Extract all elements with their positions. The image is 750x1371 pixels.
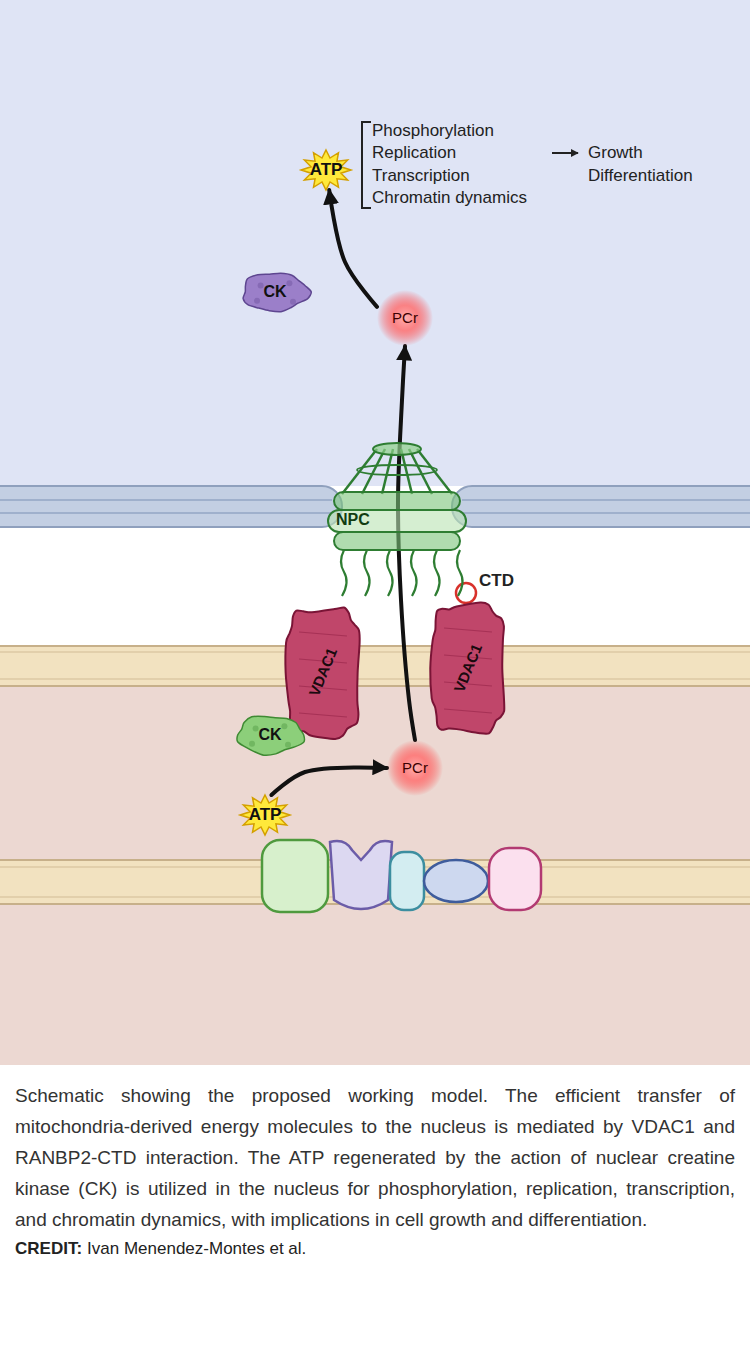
- basket-strand: [362, 449, 385, 494]
- process-item: Replication: [372, 142, 456, 164]
- nucleus-region: [0, 0, 750, 486]
- membrane-line: [0, 678, 750, 680]
- channel-body: [430, 602, 504, 733]
- channel-texture: [444, 709, 492, 713]
- vdac1-channel: VDAC1: [428, 601, 508, 736]
- basket-ring: [373, 443, 421, 455]
- outcome-item: Differentiation: [588, 165, 693, 187]
- credit-name: Ivan Menendez-Montes et al.: [87, 1238, 306, 1260]
- blob-texture: [281, 723, 287, 729]
- process-item: Chromatin dynamics: [372, 187, 527, 209]
- membrane-line: [0, 651, 750, 653]
- filament: [411, 550, 417, 596]
- membrane-line: [0, 499, 332, 501]
- glow-disc: [377, 290, 433, 346]
- basket-strand: [409, 449, 432, 494]
- channel-texture: [299, 713, 347, 717]
- npc-pore: NPC: [322, 440, 472, 600]
- figure-caption: Schematic showing the proposed working m…: [15, 1080, 735, 1235]
- atp-star: ATP: [233, 795, 297, 835]
- enzyme-blob: [237, 716, 304, 755]
- membrane-line: [0, 685, 750, 687]
- pore-ring: [334, 492, 460, 510]
- respiratory-complex: [262, 840, 328, 912]
- respiratory-complex: [330, 841, 392, 909]
- flow-arrow: [329, 190, 377, 307]
- node-text: ATP: [310, 161, 343, 180]
- credit-label: CREDIT:: [15, 1238, 82, 1260]
- node-text: NPC: [336, 511, 370, 529]
- node-text: CK: [263, 283, 286, 301]
- flow-arrow: [271, 767, 387, 795]
- ck-blob: CK: [239, 270, 311, 314]
- pcr-glow: PCr: [387, 740, 443, 796]
- filament: [387, 550, 393, 596]
- mitochondrion-region: [0, 686, 750, 1065]
- bracket: [362, 122, 371, 208]
- channel-texture: [299, 632, 347, 636]
- blob-texture: [290, 299, 296, 305]
- pore-drawing: [328, 443, 466, 596]
- channel-body: [286, 607, 360, 739]
- filament: [341, 550, 347, 596]
- blob-texture: [254, 298, 260, 304]
- node-text: PCr: [392, 310, 418, 327]
- filament: [457, 550, 463, 596]
- ck-blob: CK: [234, 713, 306, 757]
- mito-outer-membrane: [0, 645, 750, 686]
- pore-ring: [328, 510, 466, 532]
- respiratory-complex: [390, 852, 424, 910]
- blob-texture: [258, 282, 264, 288]
- enzyme-blob: [243, 273, 311, 311]
- atp-star: ATP: [294, 150, 358, 190]
- nuclear-envelope: [452, 486, 750, 527]
- nuclear-envelope: [0, 486, 342, 527]
- channel-texture: [444, 628, 492, 632]
- glow-disc: [387, 740, 443, 796]
- filament: [364, 550, 370, 596]
- membrane-line: [0, 645, 750, 647]
- star-burst: [301, 150, 351, 190]
- pcr-glow: PCr: [377, 290, 433, 346]
- blob-texture: [286, 280, 292, 286]
- node-text: PCr: [402, 760, 428, 777]
- respiratory-complex: [489, 848, 541, 910]
- pore-ring: [334, 532, 460, 550]
- node-text: CK: [258, 726, 281, 744]
- outcome-arrow: [552, 152, 578, 154]
- membrane-line: [462, 499, 750, 501]
- filament: [434, 550, 440, 596]
- blob-texture: [253, 725, 259, 731]
- process-item: Phosphorylation: [372, 120, 494, 142]
- membrane-line: [0, 512, 332, 514]
- star-burst: [240, 795, 290, 835]
- blob-texture: [285, 742, 291, 748]
- node-text: ATP: [249, 806, 282, 825]
- membrane-line: [462, 512, 750, 514]
- domain-label: CTD: [479, 570, 514, 592]
- blob-texture: [249, 741, 255, 747]
- respiratory-complex: [424, 860, 488, 902]
- basket-ring: [357, 465, 437, 475]
- vdac1-channel: VDAC1: [283, 605, 363, 740]
- outcome-item: Growth: [588, 142, 643, 164]
- process-item: Transcription: [372, 165, 470, 187]
